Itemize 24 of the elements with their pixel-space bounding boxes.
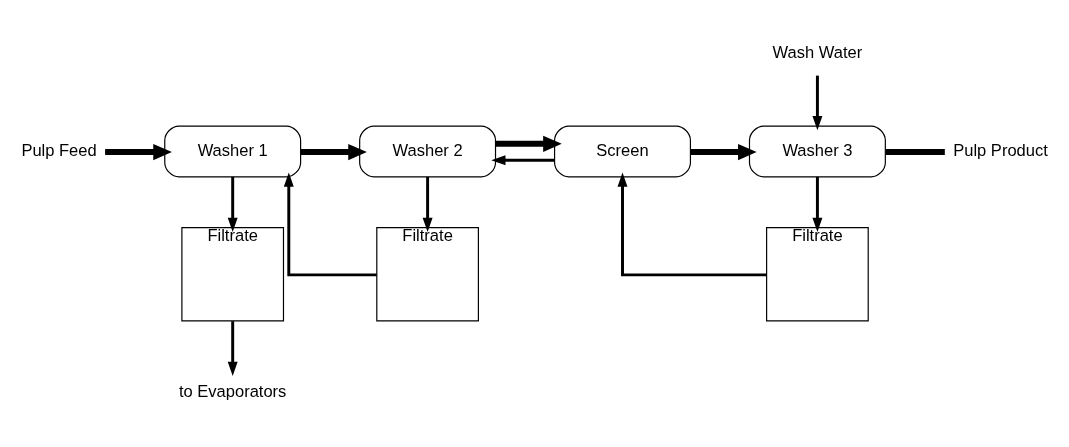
arrow: [491, 155, 555, 166]
node-box: Filtrate: [376, 227, 479, 322]
node-text: Pulp Product: [953, 140, 1048, 160]
arrow: [812, 176, 823, 232]
arrow: [300, 143, 367, 161]
arrow: [495, 135, 562, 152]
arrow: [105, 143, 172, 161]
arrow: [283, 172, 377, 277]
arrow: [227, 321, 238, 376]
arrow: [422, 176, 433, 232]
node-box: Washer 3: [748, 125, 886, 178]
node-box: Washer 2: [359, 125, 497, 178]
node-text: to Evaporators: [178, 382, 287, 402]
node-box: Filtrate: [766, 227, 869, 322]
arrow: [227, 176, 238, 232]
arrow: [812, 75, 823, 131]
connector: [885, 149, 945, 155]
node-box: Screen: [554, 125, 691, 178]
arrow: [617, 172, 767, 277]
node-text: Pulp Feed: [21, 140, 97, 160]
node-box: Washer 1: [164, 125, 302, 178]
node-box: Filtrate: [181, 227, 285, 322]
node-text: Wash Water: [772, 43, 863, 63]
arrow: [690, 143, 757, 161]
